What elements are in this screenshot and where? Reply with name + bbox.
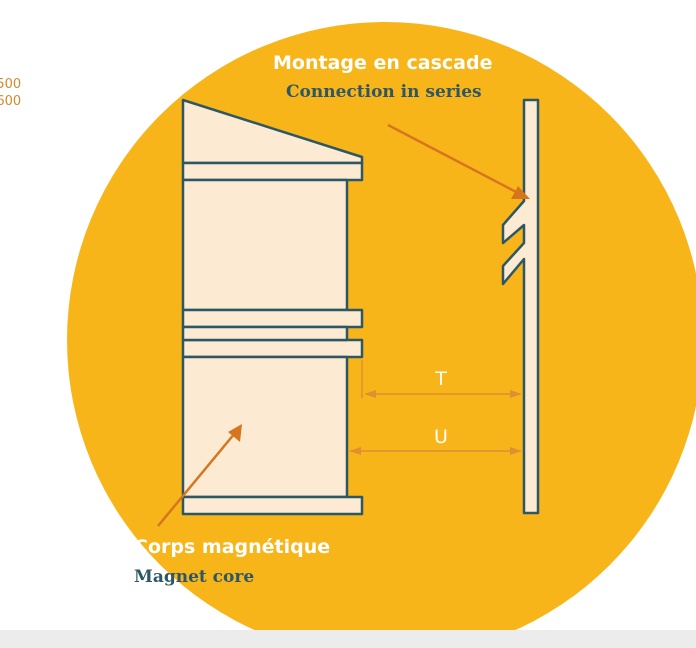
- core-body-lower: [181, 355, 349, 499]
- side-label-1: M 500: [0, 77, 60, 93]
- series-label-fr: Montage en cascade: [273, 52, 493, 74]
- dim-u-arrow-left: [349, 447, 361, 455]
- connector-bar: [501, 98, 540, 515]
- bottom-band: [0, 630, 696, 648]
- series-pointer-head: [511, 186, 530, 199]
- core-label-en: Magnet core: [134, 567, 255, 587]
- series-label-en: Connection in series: [286, 82, 482, 102]
- core-label-fr: Corps magnétique: [134, 536, 331, 558]
- core-body-gap: [181, 325, 349, 342]
- side-label-1-text: M 500: [0, 77, 22, 92]
- core-pointer-head: [228, 424, 242, 442]
- dim-u-label: U: [434, 426, 448, 448]
- magnet-core: [181, 98, 364, 516]
- core-body-upper: [181, 178, 349, 312]
- side-label-2: M 600: [0, 94, 60, 110]
- core-plate-bottom: [181, 495, 364, 516]
- dimension-lines: [349, 360, 522, 455]
- dim-t-arrow-right: [510, 390, 522, 398]
- series-pointer-line: [387, 123, 521, 196]
- pointer-arrows: [157, 123, 530, 527]
- dim-u-arrow-right: [510, 447, 522, 455]
- core-plate-middle-1: [181, 308, 364, 329]
- series-connector: [501, 98, 540, 515]
- core-plate-middle-2: [181, 338, 364, 359]
- dim-t-label: T: [434, 368, 447, 390]
- core-plate-top: [181, 161, 364, 182]
- dim-t-arrow-left: [364, 390, 376, 398]
- side-label-2-text: M 600: [0, 94, 22, 109]
- core-pointer-line: [157, 432, 236, 527]
